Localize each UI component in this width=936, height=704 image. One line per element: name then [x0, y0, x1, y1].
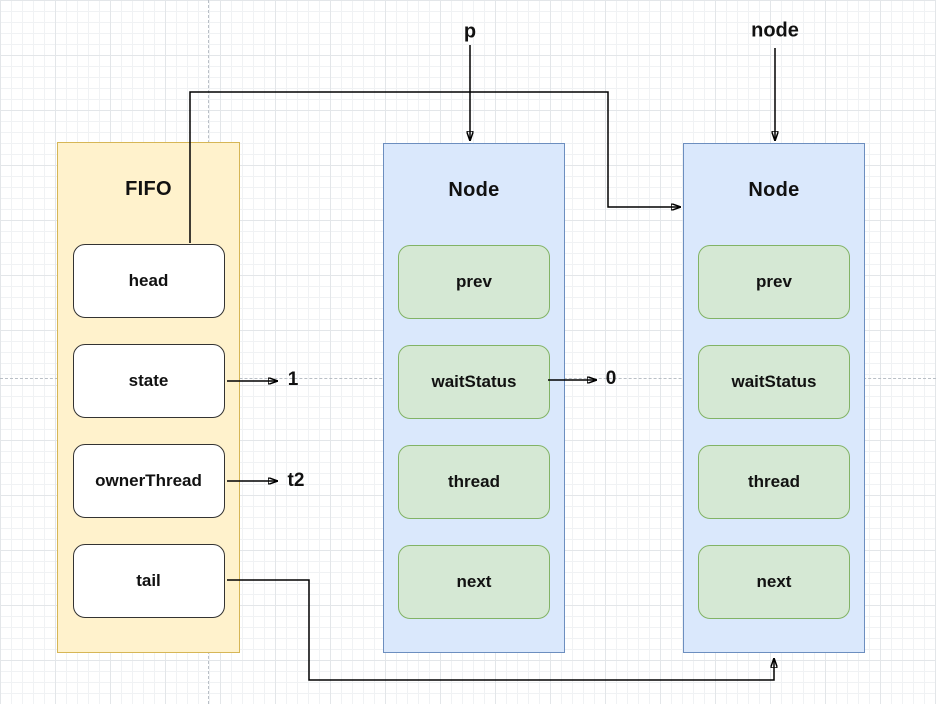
- fifo-box: FIFO head state ownerThread tail: [57, 142, 240, 653]
- wait-status-value-label: 0: [605, 368, 617, 389]
- node2-field-thread: thread: [698, 445, 850, 519]
- node1-box: Node prev waitStatus thread next: [383, 143, 565, 653]
- owner-thread-value-label: t2: [287, 470, 305, 491]
- node1-field-prev: prev: [398, 245, 550, 319]
- pointer-label-p: p: [463, 20, 477, 43]
- fifo-field-tail: tail: [72, 544, 225, 618]
- fifo-field-head: head: [72, 244, 225, 318]
- fifo-field-state: state: [72, 344, 225, 418]
- node2-box: Node prev waitStatus thread next: [683, 143, 865, 653]
- node1-title: Node: [448, 179, 500, 201]
- node1-field-next: next: [398, 545, 550, 619]
- state-value-label: 1: [287, 369, 299, 390]
- pointer-label-node: node: [751, 19, 799, 42]
- node1-field-waitstatus: waitStatus: [398, 345, 550, 419]
- node2-field-waitstatus: waitStatus: [698, 345, 850, 419]
- node2-field-prev: prev: [698, 245, 850, 319]
- fifo-title: FIFO: [125, 178, 172, 200]
- node1-field-thread: thread: [398, 445, 550, 519]
- fifo-field-ownerthread: ownerThread: [72, 444, 225, 518]
- node2-field-next: next: [698, 545, 850, 619]
- node2-title: Node: [748, 179, 800, 201]
